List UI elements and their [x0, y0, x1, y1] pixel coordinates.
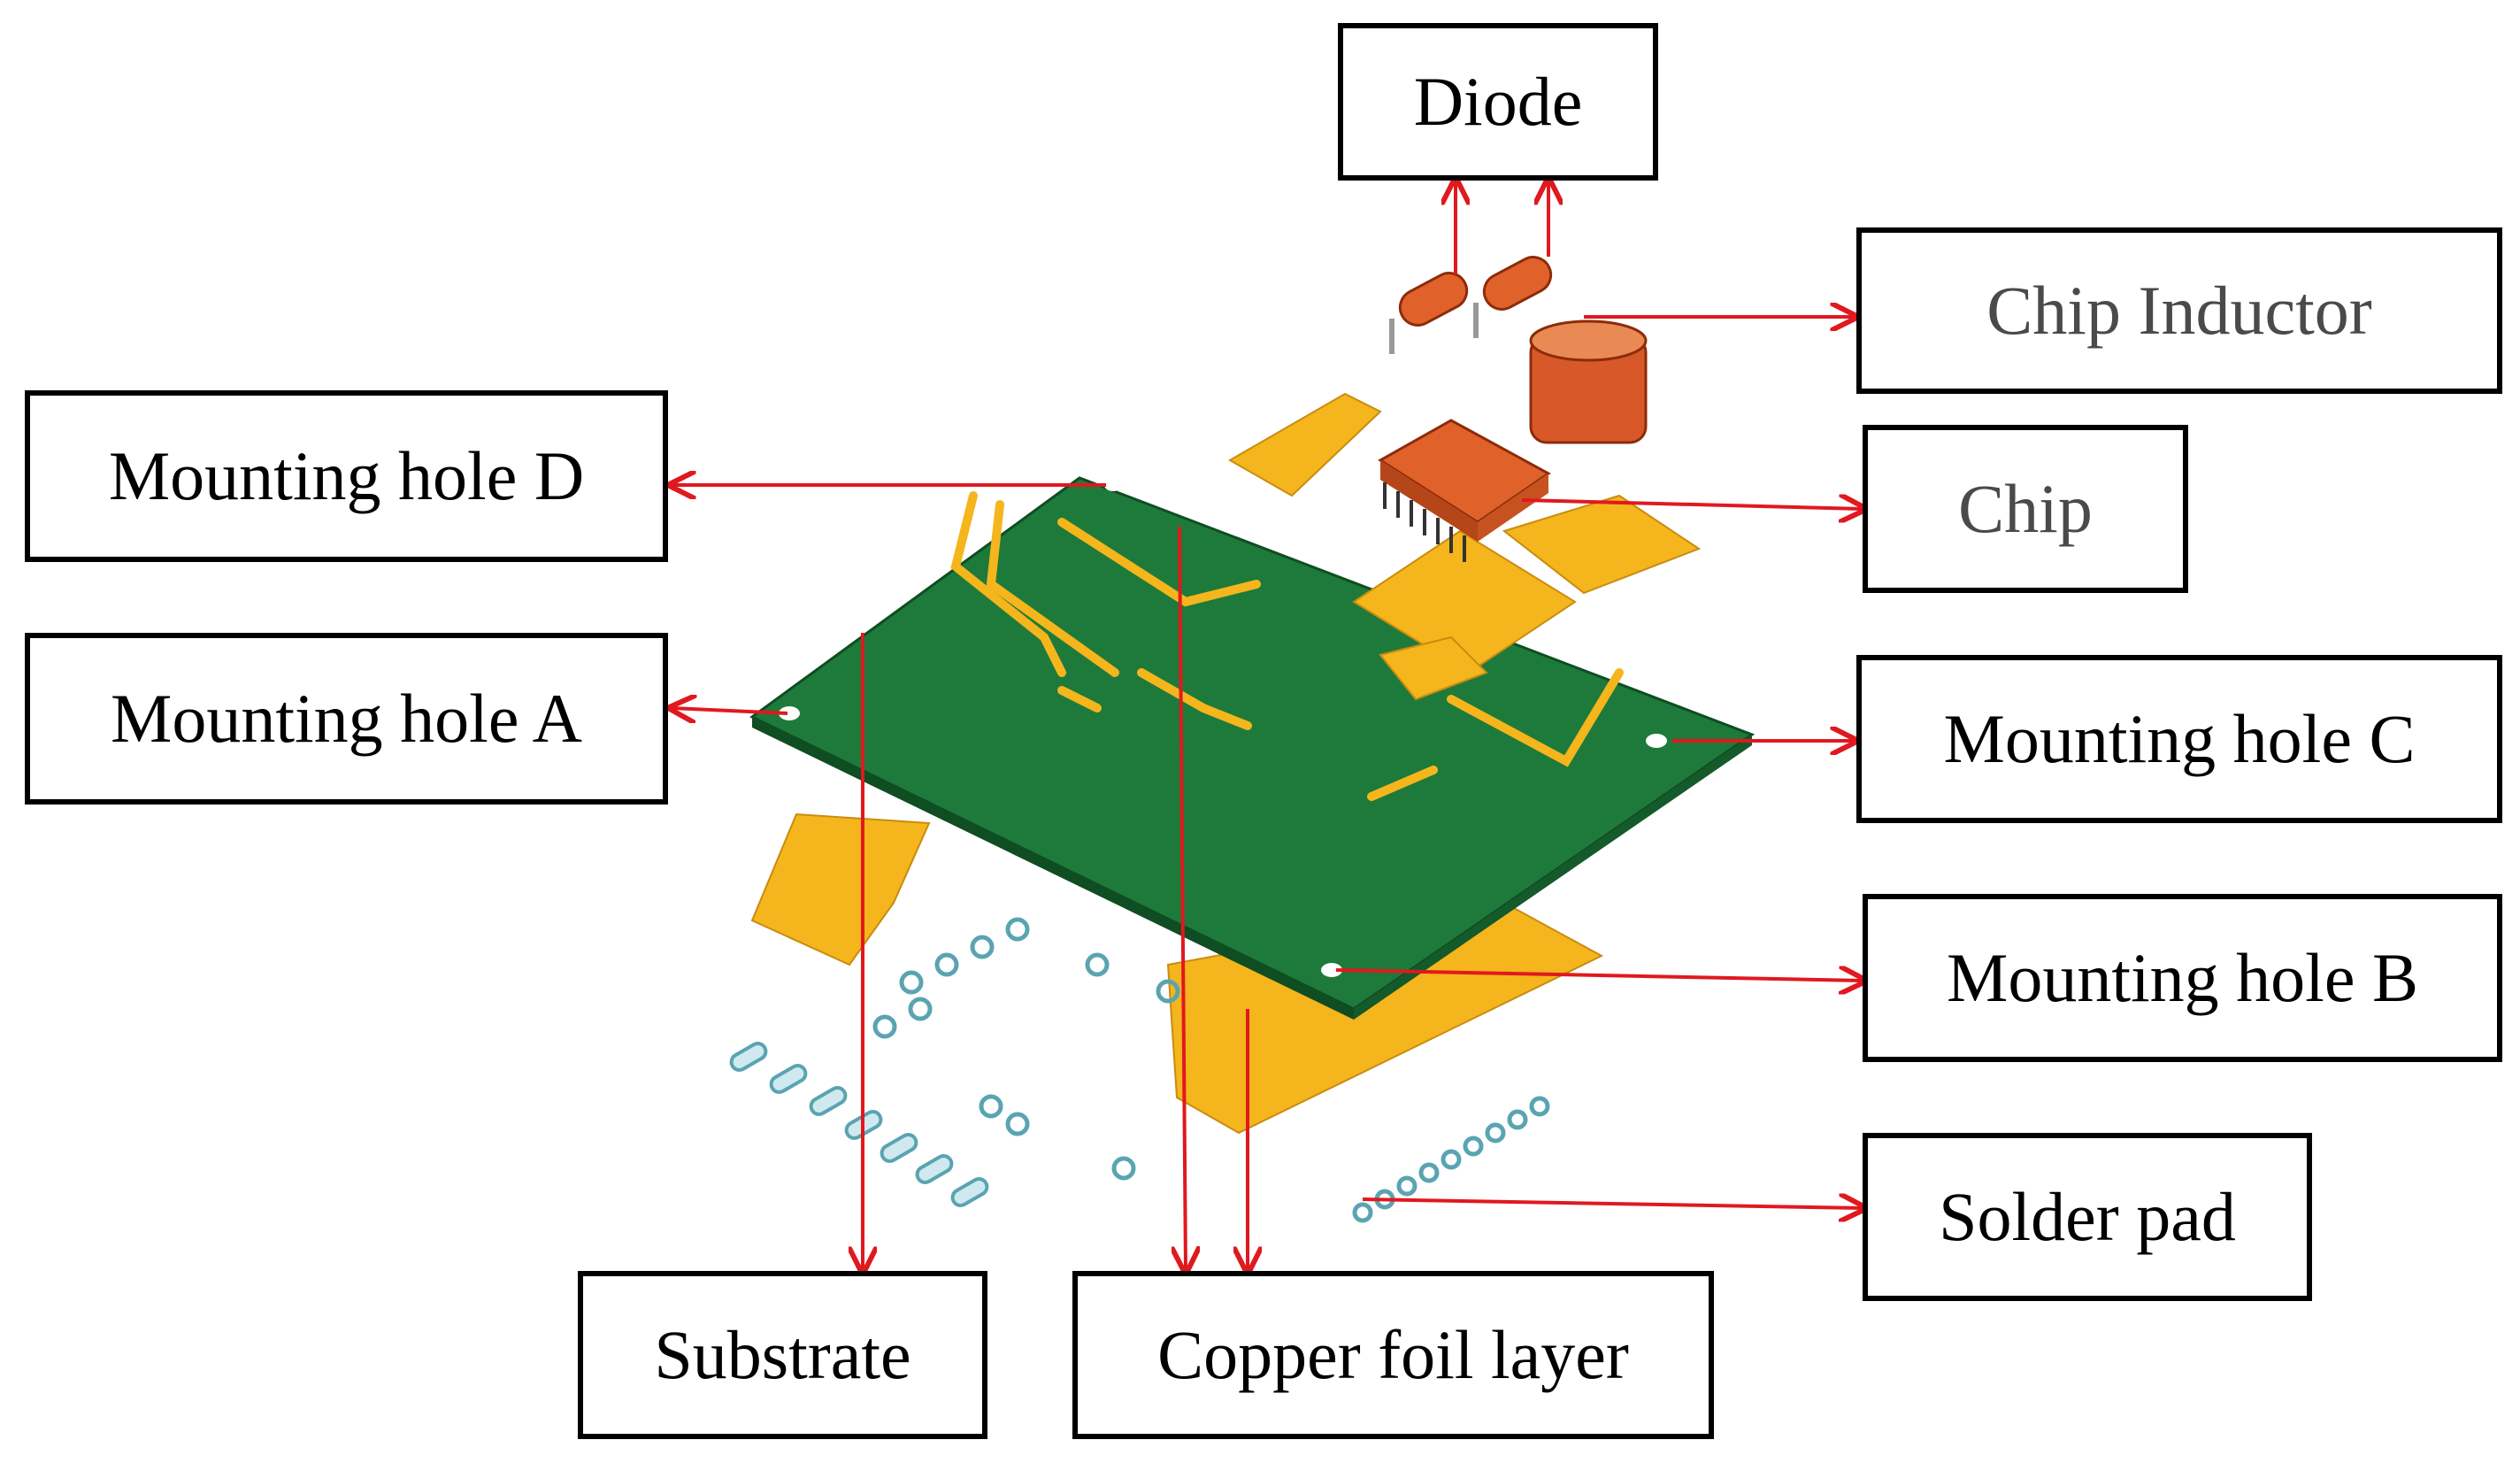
- label-mounting-hole-d: Mounting hole D: [25, 390, 668, 562]
- chip-component: [1378, 419, 1551, 562]
- diode-components: [1389, 256, 1553, 354]
- top-copper-traces: [950, 491, 1624, 801]
- substrate-edge-right: [1354, 735, 1752, 1020]
- top-copper-pad-large: [1227, 392, 1382, 497]
- callout-arrows: [672, 181, 1863, 1270]
- solder-pad-pills: [729, 1042, 989, 1207]
- bottom-copper-left: [750, 812, 931, 966]
- mounting-holes: [779, 479, 1667, 977]
- label-mounting-hole-a: Mounting hole A: [25, 633, 668, 805]
- label-chip-inductor: Chip Inductor: [1856, 227, 2502, 394]
- chip-inductor-component: [1529, 320, 1648, 444]
- label-chip: Chip: [1863, 425, 2188, 593]
- label-mounting-hole-c: Mounting hole C: [1856, 655, 2502, 823]
- label-solder-pad: Solder pad: [1863, 1133, 2312, 1301]
- substrate-edge: [752, 717, 1354, 1020]
- top-copper-pad-center: [1379, 635, 1488, 701]
- label-diode: Diode: [1338, 23, 1658, 181]
- solder-pad-rings: [872, 917, 1550, 1223]
- top-copper-pad-right: [1502, 494, 1702, 595]
- label-copper-foil-layer: Copper foil layer: [1072, 1271, 1714, 1439]
- label-mounting-hole-b: Mounting hole B: [1863, 894, 2502, 1062]
- label-substrate: Substrate: [578, 1271, 987, 1439]
